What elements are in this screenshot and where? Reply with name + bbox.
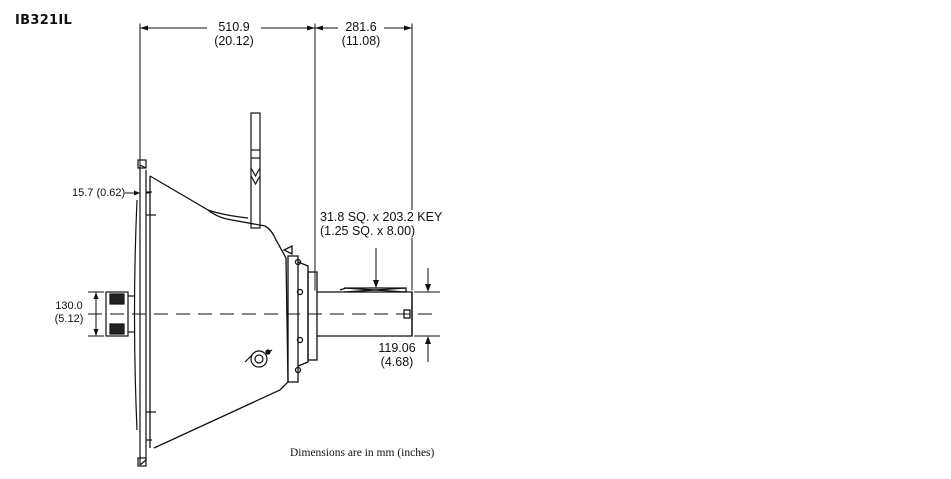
dimension-arrows <box>140 25 412 31</box>
input-flange <box>133 159 156 467</box>
gear-housing <box>149 175 289 449</box>
shaft-key-label: 31.8 SQ. x 203.2 KEY (1.25 SQ. x 8.00) <box>320 210 443 238</box>
shaft-length-label: 281.6 (11.08) <box>338 20 384 48</box>
shaft-key-line2: (1.25 SQ. x 8.00) <box>320 224 416 238</box>
model-title: IB321IL <box>15 13 73 28</box>
flange-thickness-label: 15.7 (0.62) <box>72 187 126 200</box>
shaft-key-line1: 31.8 SQ. x 203.2 KEY <box>320 210 443 224</box>
output-housing <box>282 244 318 383</box>
input-bore-in: (5.12) <box>54 313 84 325</box>
units-note: Dimensions are in mm (inches) <box>290 447 435 459</box>
shaft-length-mm: 281.6 <box>345 20 377 34</box>
shaft-height-dimension <box>414 268 440 362</box>
shaft-length-in: (11.08) <box>341 34 381 48</box>
input-coupling <box>105 291 134 337</box>
shaft-height-in: (4.68) <box>380 355 414 369</box>
breather-rod <box>250 112 261 229</box>
overall-length-mm: 510.9 <box>218 20 250 34</box>
shaft-height-mm: 119.06 <box>378 341 416 355</box>
adjusting-screw <box>244 349 273 368</box>
overall-length-in: (20.12) <box>214 34 254 48</box>
input-bore-label: 130.0 (5.12) <box>52 300 86 326</box>
output-shaft <box>317 287 413 337</box>
overall-length-label: 510.9 (20.12) <box>207 20 261 48</box>
input-bore-mm: 130.0 <box>55 300 83 312</box>
shaft-height-label: 119.06 (4.68) <box>376 341 418 369</box>
